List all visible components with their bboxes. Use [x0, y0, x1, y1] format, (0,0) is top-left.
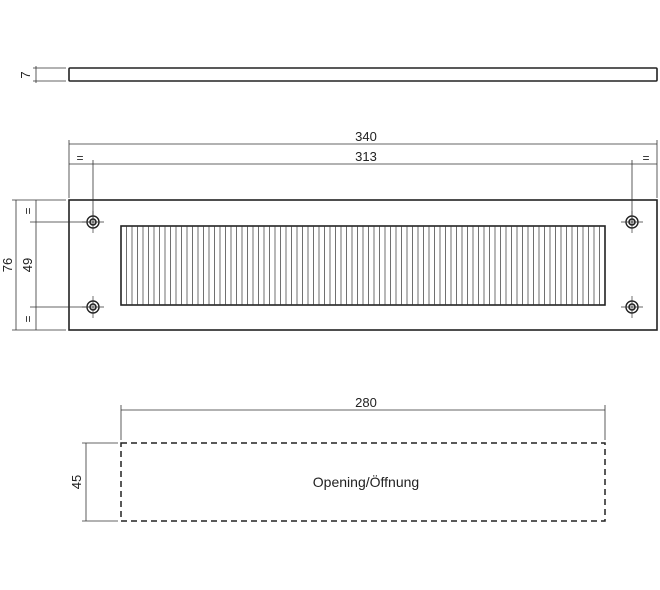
thickness-dimension: 7 [18, 71, 33, 78]
hole-spacing-vertical-dimension: 49 = = [20, 200, 90, 330]
front-view: 340 313 = = 76 49 = = [0, 129, 658, 331]
plate-outline [68, 199, 658, 331]
overall-height-dimension: 76 [0, 199, 66, 331]
screw-hole [621, 296, 643, 318]
hole-spacing-vertical-label: 49 [20, 258, 35, 272]
equal-mark-top: = [21, 207, 35, 214]
hole-spacing-horizontal-label: 313 [355, 149, 377, 164]
overall-height-label: 76 [0, 258, 15, 272]
opening-height-label: 45 [69, 475, 84, 489]
opening-height-dimension: 45 [69, 442, 118, 522]
opening-width-label: 280 [355, 395, 377, 410]
grille-slats [126, 226, 600, 305]
overall-width-dimension: 340 [68, 129, 658, 198]
side-view: 7 [18, 66, 658, 83]
equal-mark-right: = [642, 151, 649, 165]
opening-width-dimension: 280 [120, 395, 606, 440]
hole-spacing-horizontal-dimension: 313 = = [69, 149, 657, 225]
opening-outline [120, 442, 606, 522]
side-profile [68, 67, 658, 82]
equal-mark-left: = [76, 151, 83, 165]
overall-width-label: 340 [355, 129, 377, 144]
screw-holes [82, 211, 643, 318]
equal-mark-bottom: = [21, 315, 35, 322]
opening-view: Opening/Öffnung 280 45 [69, 395, 606, 522]
opening-label: Opening/Öffnung [313, 473, 419, 490]
